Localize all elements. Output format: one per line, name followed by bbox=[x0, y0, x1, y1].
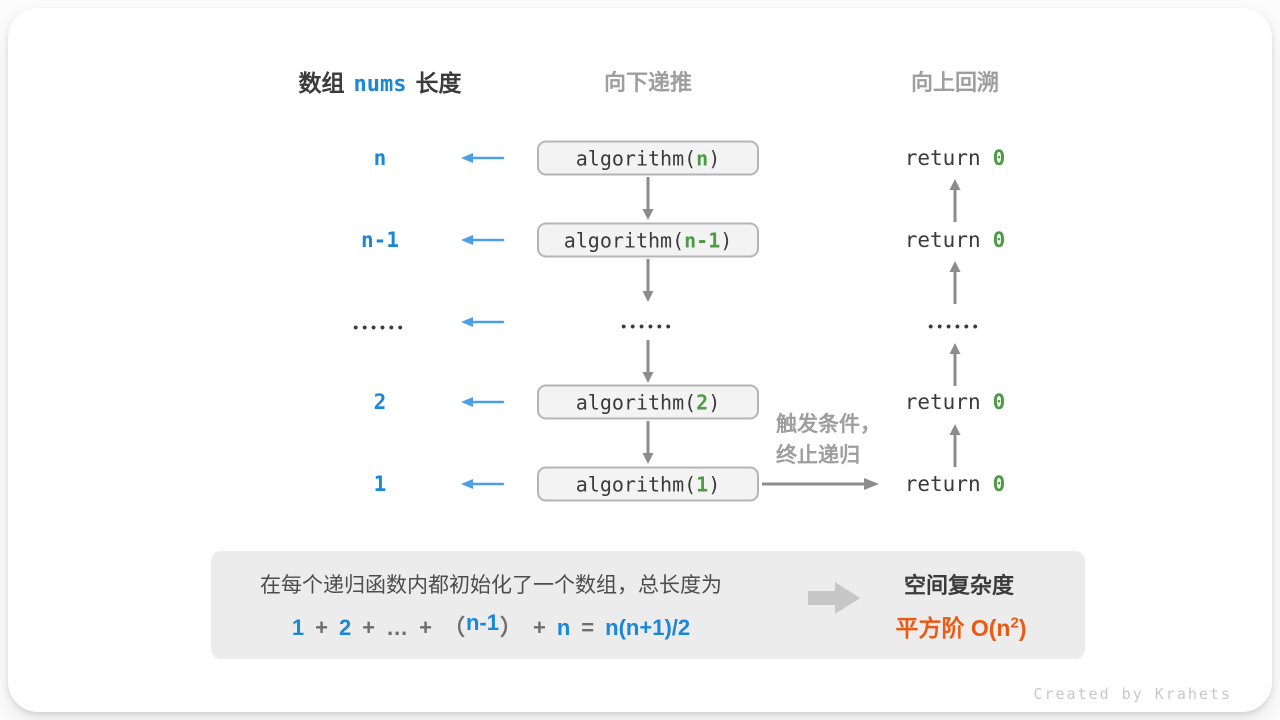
return-statement: return 0 bbox=[905, 390, 1006, 414]
formula-term: 2 bbox=[338, 615, 352, 640]
length-label-2: 2 bbox=[373, 390, 387, 414]
arrow-left-icon bbox=[461, 317, 505, 327]
call-arg: n bbox=[696, 146, 709, 170]
arrow-right-icon bbox=[762, 478, 879, 490]
length-label-n-1: n-1 bbox=[361, 228, 399, 252]
arrow-left-icon bbox=[461, 397, 505, 407]
call-arg: n-1 bbox=[684, 228, 721, 252]
block-arrow-right-icon bbox=[808, 582, 860, 614]
arrow-down-icon bbox=[642, 259, 654, 302]
formula-ellipsis: … bbox=[386, 615, 409, 640]
formula-result: n(n+1)/2 bbox=[605, 615, 691, 640]
space-value-superscript: 2 bbox=[1010, 614, 1019, 632]
header-array-prefix: 数组 bbox=[298, 70, 345, 96]
header-backtrack-up: 向上回溯 bbox=[910, 70, 1000, 95]
header-array-suffix: 长度 bbox=[415, 70, 462, 96]
diagram-card: 数组 nums 长度 向下递推 向上回溯 n algorithm(n) retu… bbox=[8, 8, 1272, 712]
formula-term: n bbox=[556, 615, 571, 640]
return-keyword: return bbox=[904, 146, 981, 170]
call-prefix: algorithm( bbox=[563, 228, 685, 252]
formula-term: 1 bbox=[291, 615, 305, 640]
arrow-up-icon bbox=[949, 179, 961, 222]
return-statement: return 0 bbox=[905, 228, 1006, 252]
header-array-length: 数组 nums 长度 bbox=[299, 64, 462, 98]
trigger-note-line2: 终止递归 bbox=[776, 444, 860, 467]
return-keyword: return bbox=[904, 228, 981, 252]
formula-operator: + bbox=[362, 615, 376, 640]
arrow-up-icon bbox=[949, 343, 961, 386]
arrow-down-icon bbox=[642, 340, 654, 383]
arrow-down-icon bbox=[642, 421, 654, 464]
space-complexity-label: 空间复杂度 bbox=[903, 573, 1015, 598]
formula-operator: + bbox=[419, 615, 432, 640]
arrow-up-icon bbox=[949, 261, 961, 304]
return-value: 0 bbox=[992, 228, 1006, 252]
paren-close: ） bbox=[499, 615, 522, 640]
return-value: 0 bbox=[992, 146, 1006, 170]
ellipsis-middle: •••••• bbox=[621, 318, 675, 334]
arrow-left-icon bbox=[461, 153, 505, 163]
return-statement: return 0 bbox=[905, 146, 1006, 170]
paren-open: （ bbox=[442, 615, 465, 640]
return-keyword: return bbox=[904, 390, 981, 414]
formula-operator: + bbox=[315, 615, 328, 640]
space-complexity-value: 平方阶 O(n2) bbox=[895, 609, 1026, 643]
call-prefix: algorithm( bbox=[575, 472, 697, 496]
call-arg: 1 bbox=[696, 472, 709, 496]
ellipsis-left: •••••• bbox=[353, 319, 407, 335]
trigger-note-line1: 触发条件， bbox=[776, 413, 881, 436]
call-suffix: ) bbox=[708, 472, 721, 496]
formula-term: n-1 bbox=[465, 610, 499, 635]
call-suffix: ) bbox=[708, 390, 721, 414]
return-statement: return 0 bbox=[905, 472, 1006, 496]
space-value-prefix: 平方阶 O(n bbox=[895, 615, 1011, 641]
call-prefix: algorithm( bbox=[575, 390, 697, 414]
call-suffix: ) bbox=[708, 146, 721, 170]
call-box-n-1: algorithm(n-1) bbox=[537, 222, 759, 258]
arrow-left-icon bbox=[461, 479, 505, 489]
call-box-n: algorithm(n) bbox=[537, 140, 759, 176]
ellipsis-right: •••••• bbox=[928, 318, 982, 334]
call-suffix: ) bbox=[720, 228, 733, 252]
credit-text: Created by Krahets bbox=[1033, 685, 1232, 703]
arrow-down-icon bbox=[642, 177, 654, 220]
formula-operator: + bbox=[532, 615, 546, 640]
header-array-code: nums bbox=[353, 72, 407, 97]
return-value: 0 bbox=[992, 472, 1006, 496]
arrow-up-icon bbox=[949, 424, 961, 467]
summary-description: 在每个递归函数内都初始化了一个数组，总长度为 bbox=[260, 574, 722, 597]
call-box-2: algorithm(2) bbox=[537, 384, 759, 420]
formula-paren-term: （n-1） bbox=[443, 610, 522, 642]
call-prefix: algorithm( bbox=[575, 146, 697, 170]
call-box-1: algorithm(1) bbox=[537, 466, 759, 502]
arrow-left-icon bbox=[461, 235, 505, 245]
summary-formula: 1 + 2 + … + （n-1） + n = n(n+1)/2 bbox=[292, 610, 690, 642]
summary-panel bbox=[211, 551, 1085, 659]
formula-equals: = bbox=[581, 615, 595, 640]
length-label-1: 1 bbox=[373, 472, 387, 496]
space-value-suffix: ) bbox=[1018, 615, 1027, 641]
call-arg: 2 bbox=[696, 390, 709, 414]
length-label-n: n bbox=[373, 146, 387, 170]
return-value: 0 bbox=[992, 390, 1006, 414]
return-keyword: return bbox=[904, 472, 981, 496]
header-recurse-down: 向下递推 bbox=[603, 70, 693, 95]
